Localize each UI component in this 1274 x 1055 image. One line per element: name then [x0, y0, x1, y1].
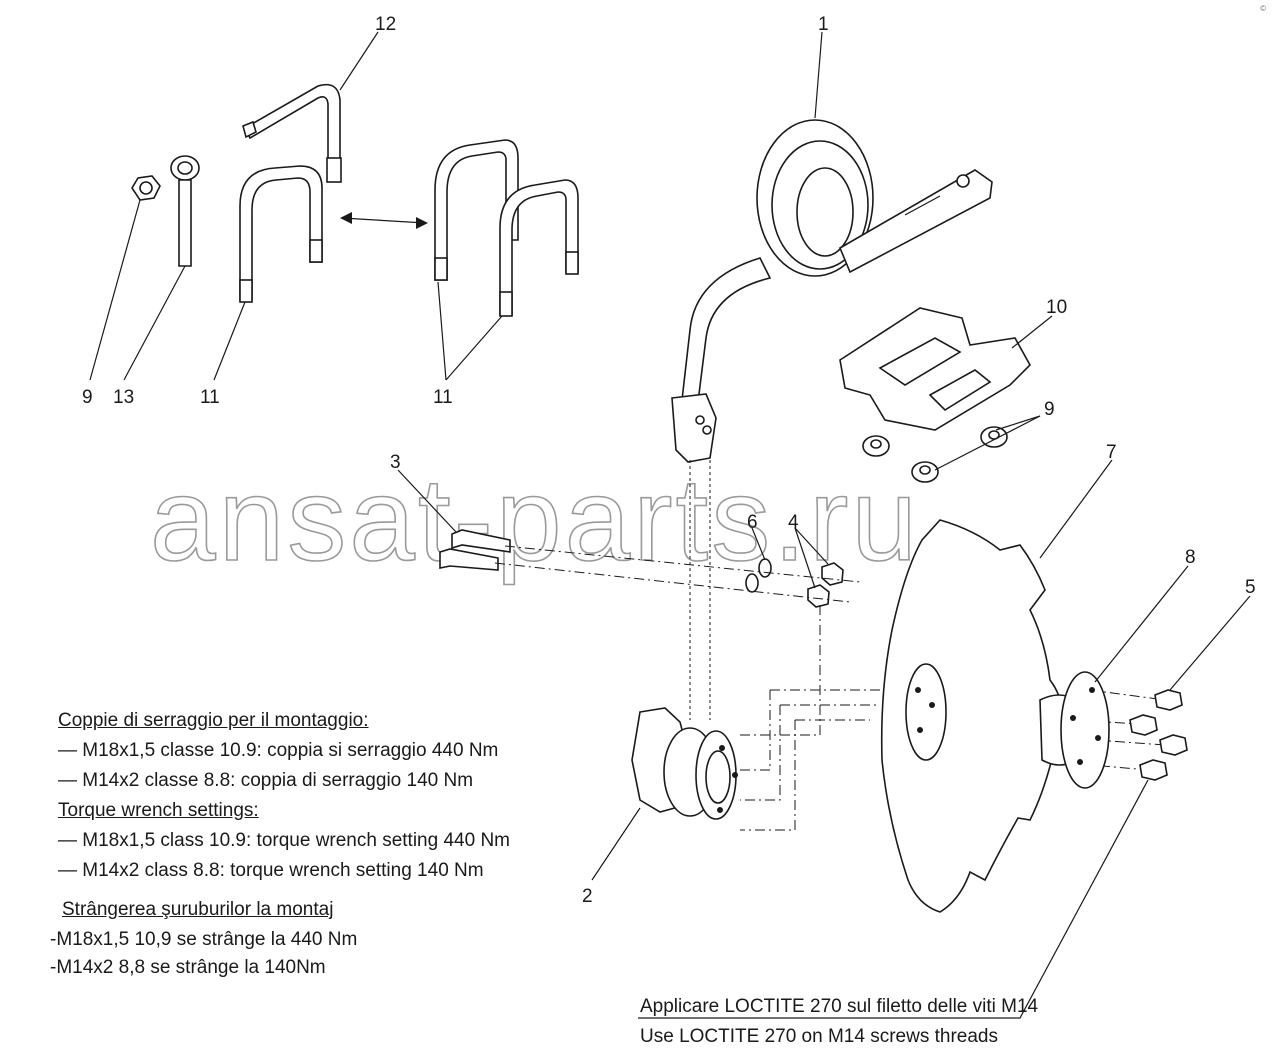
callout-1: 1: [818, 14, 829, 35]
callout-13: 13: [113, 387, 134, 408]
callout-3: 3: [390, 452, 401, 473]
watermark-text: ansat-parts.ru: [150, 454, 920, 586]
note-it-title: Coppie di serraggio per il montaggio:: [58, 710, 369, 731]
part-4-nuts: [807, 562, 844, 608]
callout-labels: 12 1 9 13 11 11 10 9 3 6 4 7 8 5 2: [82, 14, 1256, 907]
callout-9a: 9: [82, 387, 93, 408]
part-9-nuts-group: [862, 426, 1008, 483]
callout-5: 5: [1245, 577, 1256, 598]
note-en-title: Torque wrench settings:: [58, 800, 259, 821]
part-8-flange-plate: [1039, 671, 1110, 789]
note-en-line-1: — M18x1,5 class 10.9: torque wrench sett…: [58, 830, 511, 851]
alternative-arrow: [340, 212, 428, 229]
callout-8: 8: [1185, 547, 1196, 568]
callout-2: 2: [582, 886, 593, 907]
note-en-line-2: — M14x2 class 8.8: torque wrench setting…: [58, 860, 484, 881]
callout-11b: 11: [433, 387, 453, 408]
part-7-notched-disc: [880, 519, 1063, 913]
part-11-u-bolt-double: [434, 139, 579, 317]
callout-6: 6: [747, 512, 758, 533]
callout-4: 4: [788, 512, 799, 533]
note-ro-line-2: -M14x2 8,8 se strânge la 140Nm: [50, 957, 326, 978]
part-9-nut: [131, 175, 161, 201]
part-11-u-bolt-single: [239, 165, 323, 303]
assembly-axes: [494, 460, 1166, 831]
note-loctite-en: Use LOCTITE 270 on M14 screws threads: [640, 1026, 998, 1047]
part-10-clamp-bracket: [839, 307, 1031, 431]
note-ro-line-1: -M18x1,5 10,9 se strânge la 440 Nm: [50, 929, 358, 950]
note-loctite-it: Applicare LOCTITE 270 sul filetto delle …: [640, 996, 1039, 1017]
part-5-screws: [1129, 689, 1188, 781]
callout-7: 7: [1106, 442, 1117, 463]
callout-12: 12: [375, 14, 396, 35]
callout-10: 10: [1046, 297, 1067, 318]
note-it-line-1: — M18x1,5 classe 10.9: coppia si serragg…: [58, 740, 499, 761]
corner-mark: ©: [1260, 4, 1266, 13]
note-ro-title: Strângerea şuruburilor la montaj: [62, 899, 334, 920]
part-2-hub: [631, 707, 738, 820]
part-1-spring-tine: [671, 119, 993, 463]
note-it-line-2: — M14x2 classe 8.8: coppia di serraggio …: [58, 770, 474, 791]
part-3-bolts: [439, 529, 511, 571]
callout-11a: 11: [200, 387, 220, 408]
callout-9b: 9: [1044, 399, 1055, 420]
part-12-l-rod: [242, 83, 342, 183]
leader-lines: [89, 31, 1251, 1019]
part-13-eye-bolt: [170, 155, 200, 267]
